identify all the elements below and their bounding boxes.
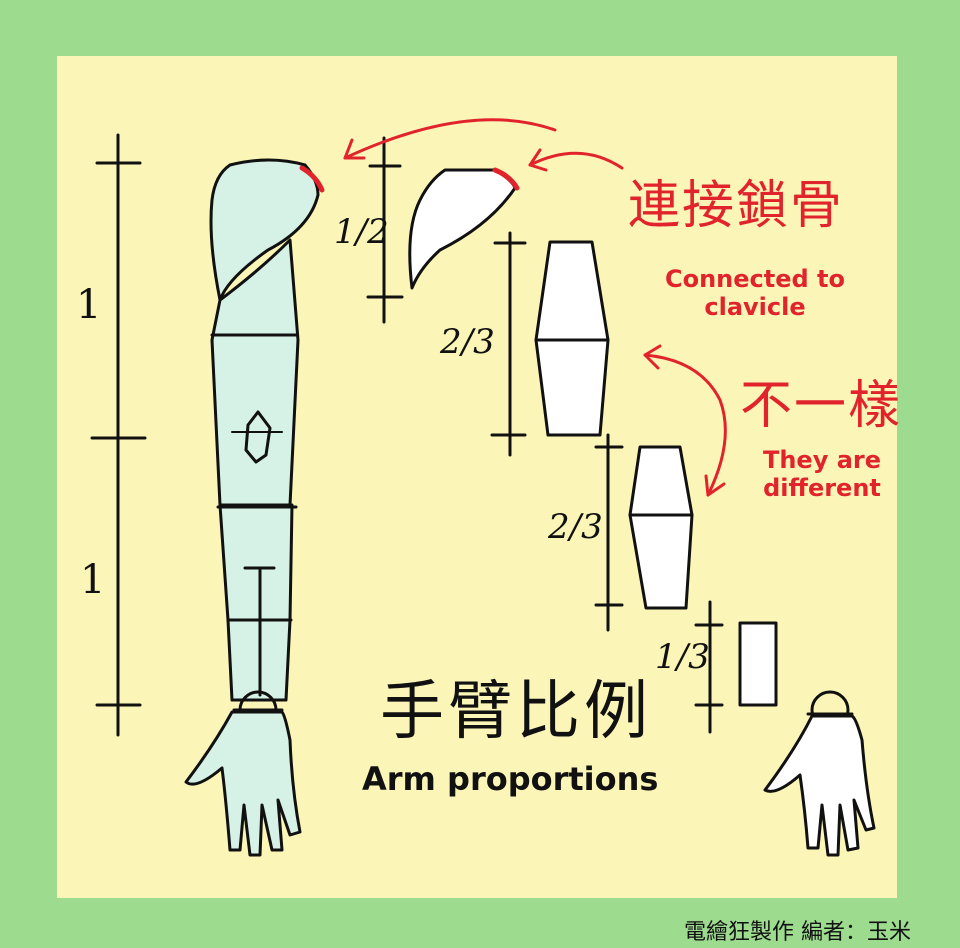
curved-arrow-icon: [528, 151, 624, 170]
shoulder-segment: [366, 136, 517, 324]
full-arm-figure: [184, 158, 320, 857]
different-en-line2: different: [763, 474, 881, 502]
left-ruler: [90, 133, 147, 737]
hand-fraction: 1/3: [655, 637, 710, 677]
forearm-segment: [594, 433, 694, 632]
lower-one-label: 1: [80, 557, 106, 603]
hand-drawing: [763, 690, 876, 857]
different-en-label: They are different: [752, 446, 892, 502]
title-zh: 手臂比例: [380, 675, 652, 749]
red-clavicle-mark-2: [492, 167, 520, 191]
hand-segment: [694, 600, 778, 734]
red-clavicle-mark-1: [299, 165, 325, 193]
connected-en-line2: clavicle: [704, 293, 806, 321]
connected-en-label: Connected to clavicle: [660, 265, 850, 321]
half-label: 1/2: [334, 212, 389, 252]
upper-one-label: 1: [76, 282, 102, 328]
different-en-line1: They are: [762, 446, 882, 474]
connected-en-line1: Connected to: [664, 265, 846, 293]
upper-arm-segment: [490, 231, 610, 457]
credit-text: 電繪狂製作 編者：玉米: [684, 920, 911, 945]
forearm-fraction: 2/3: [548, 507, 603, 547]
upper-arm-fraction: 2/3: [440, 322, 495, 362]
curved-double-arrow-icon: [643, 353, 727, 497]
title-en: Arm proportions: [362, 760, 659, 798]
connected-zh-label: 連接鎖骨: [628, 176, 845, 236]
different-zh-label: 不一樣: [740, 376, 903, 436]
